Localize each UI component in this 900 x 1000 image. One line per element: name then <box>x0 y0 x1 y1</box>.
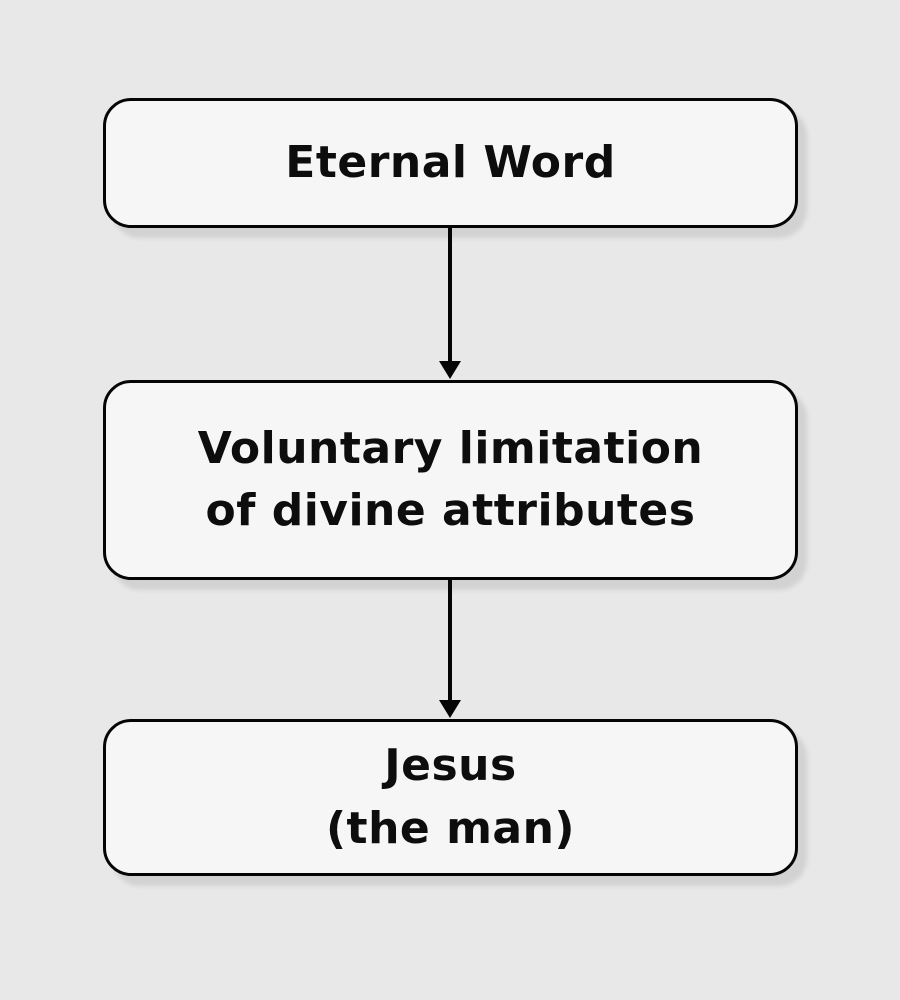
node-jesus-the-man: Jesus (the man) <box>103 719 798 876</box>
edge-line-1 <box>448 228 452 362</box>
edge-line-2 <box>448 580 452 702</box>
node-eternal-word-label: Eternal Word <box>285 136 616 188</box>
node-jesus-the-man-label: Jesus (the man) <box>325 740 576 854</box>
arrowhead-down-icon <box>439 700 461 718</box>
node-voluntary-limitation-label: Voluntary limitation of divine attribute… <box>197 422 704 536</box>
arrowhead-down-icon <box>439 361 461 379</box>
node-voluntary-limitation: Voluntary limitation of divine attribute… <box>103 380 798 580</box>
node-eternal-word: Eternal Word <box>103 98 798 228</box>
